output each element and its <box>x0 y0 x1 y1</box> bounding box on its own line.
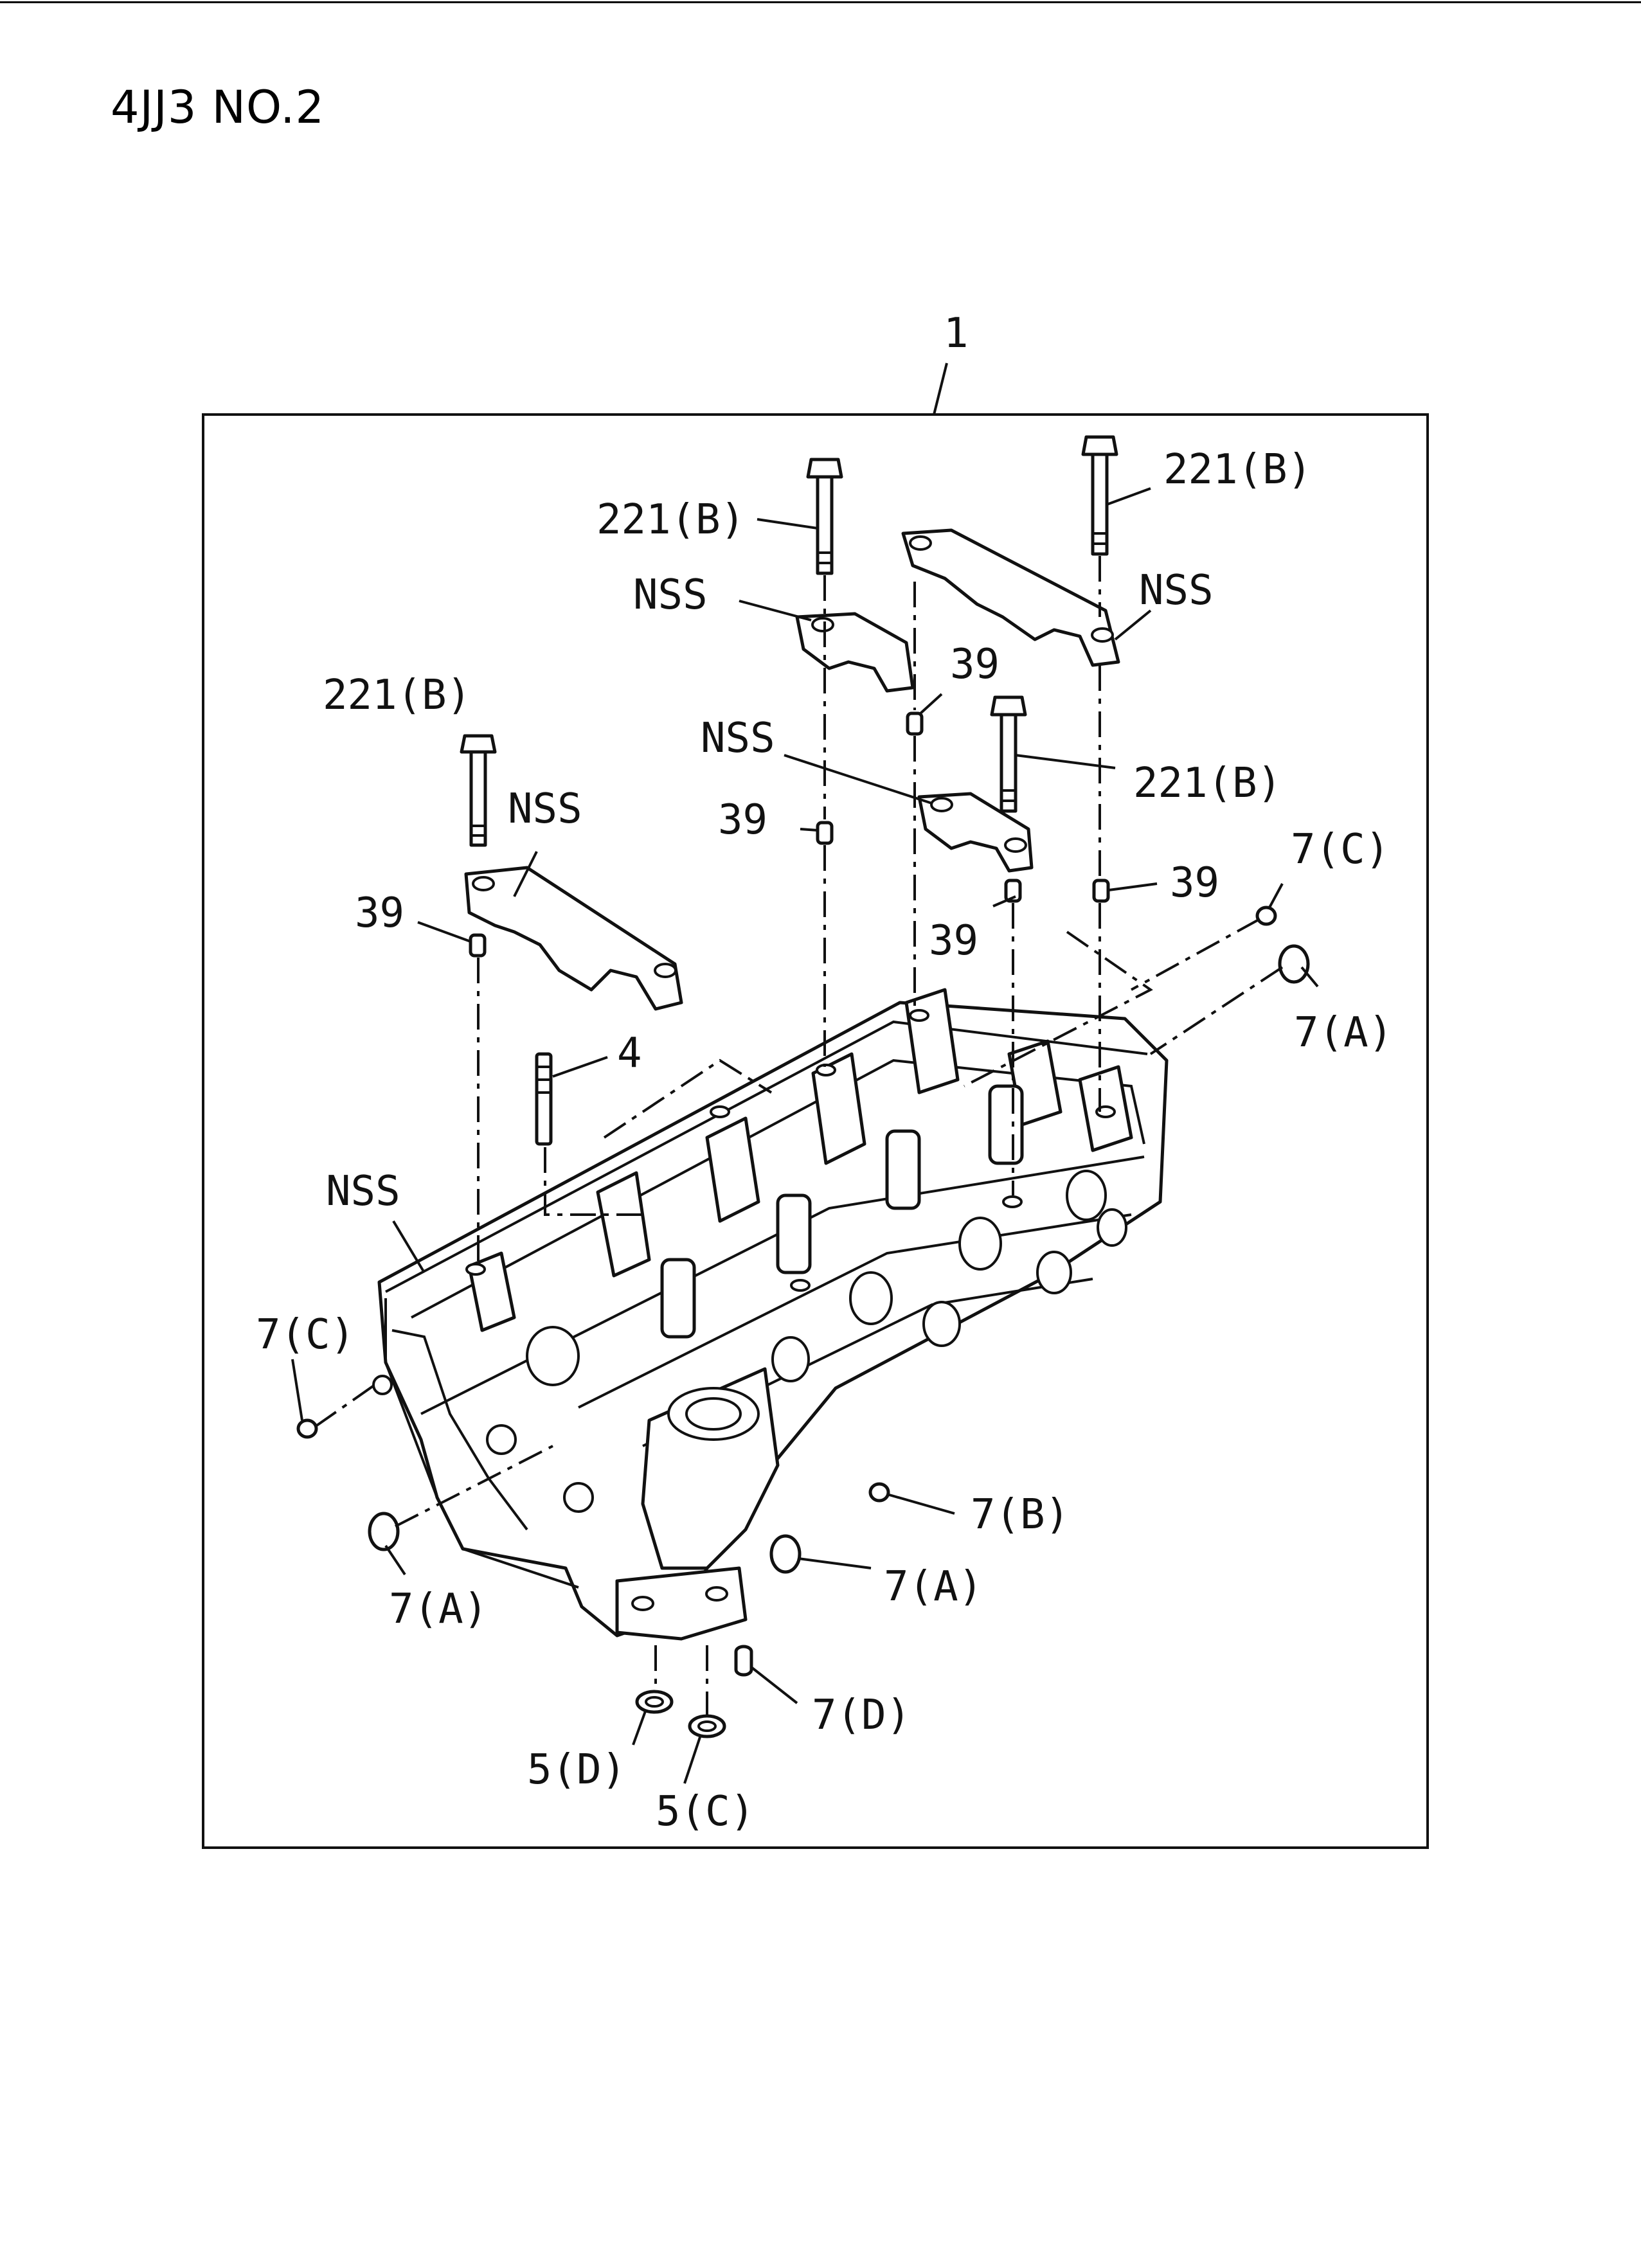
dowel-pin-39-d <box>1004 879 1022 903</box>
callout-39-upper: 39 <box>950 641 1000 688</box>
bolt-221b-upper-mid <box>806 458 843 575</box>
bolt-221b-left <box>460 734 497 847</box>
cylinder-head <box>372 988 1169 1641</box>
bearing-cap-upper-mid <box>795 612 915 693</box>
callout-7a-bottom: 7(A) <box>884 1563 983 1611</box>
bearing-cap-upper-right <box>901 528 1120 667</box>
dowel-pin-39-b <box>816 821 834 845</box>
plug-7d <box>734 1645 753 1677</box>
callout-39-mid: 39 <box>929 917 978 965</box>
dowel-pin-39-a <box>469 933 487 958</box>
plug-7a-bottom <box>769 1534 802 1574</box>
callout-7d: 7(D) <box>812 1692 911 1739</box>
plug-7c-right <box>1255 906 1277 926</box>
stud-4 <box>535 1052 553 1146</box>
callout-39-right: 39 <box>1170 859 1219 907</box>
dowel-pin-39-e <box>1092 879 1110 903</box>
plug-7c-left <box>296 1418 318 1439</box>
bolt-221b-center <box>990 695 1027 813</box>
callout-5d: 5(D) <box>527 1746 626 1794</box>
callout-nss-left: NSS <box>508 785 582 833</box>
callout-nss-upper-right: NSS <box>1139 567 1214 614</box>
bearing-cap-center <box>917 792 1034 873</box>
callout-7c-right: 7(C) <box>1291 826 1390 873</box>
callout-221b-center: 221(B) <box>1133 760 1282 807</box>
callout-5c: 5(C) <box>656 1788 755 1835</box>
callout-7a-right: 7(A) <box>1294 1009 1393 1057</box>
callout-39-mid-left: 39 <box>718 796 767 844</box>
seal-5d <box>635 1690 674 1714</box>
callout-221b-left: 221(B) <box>323 672 471 719</box>
leader-lines <box>291 487 1319 1784</box>
bearing-cap-left <box>464 866 683 1011</box>
callout-221b-upper-mid: 221(B) <box>596 496 745 544</box>
page-title: 4JJ3 NO.2 <box>111 81 325 134</box>
callout-221b-upper-right: 221(B) <box>1163 446 1312 494</box>
callout-7c-left: 7(C) <box>256 1311 355 1359</box>
top-border-rule <box>0 1 1641 3</box>
dowel-pin-39-c <box>906 711 924 736</box>
plug-7b <box>868 1482 890 1503</box>
callout-nss-center: NSS <box>701 715 775 762</box>
assembly-center-lines <box>314 556 1284 1715</box>
bolt-221b-upper-right <box>1081 435 1118 556</box>
assembly-frame <box>202 413 1429 1849</box>
callout-stud-4: 4 <box>617 1030 642 1077</box>
callout-39-left: 39 <box>355 889 404 937</box>
callout-7b: 7(B) <box>971 1491 1070 1539</box>
plug-7a-left <box>368 1512 400 1551</box>
callout-nss-head: NSS <box>326 1168 400 1215</box>
callout-assembly: 1 <box>944 310 969 357</box>
callout-7a-left: 7(A) <box>389 1585 488 1633</box>
callout-nss-upper-mid: NSS <box>633 571 708 619</box>
seal-5c <box>688 1714 726 1738</box>
plug-7a-right <box>1278 944 1310 984</box>
